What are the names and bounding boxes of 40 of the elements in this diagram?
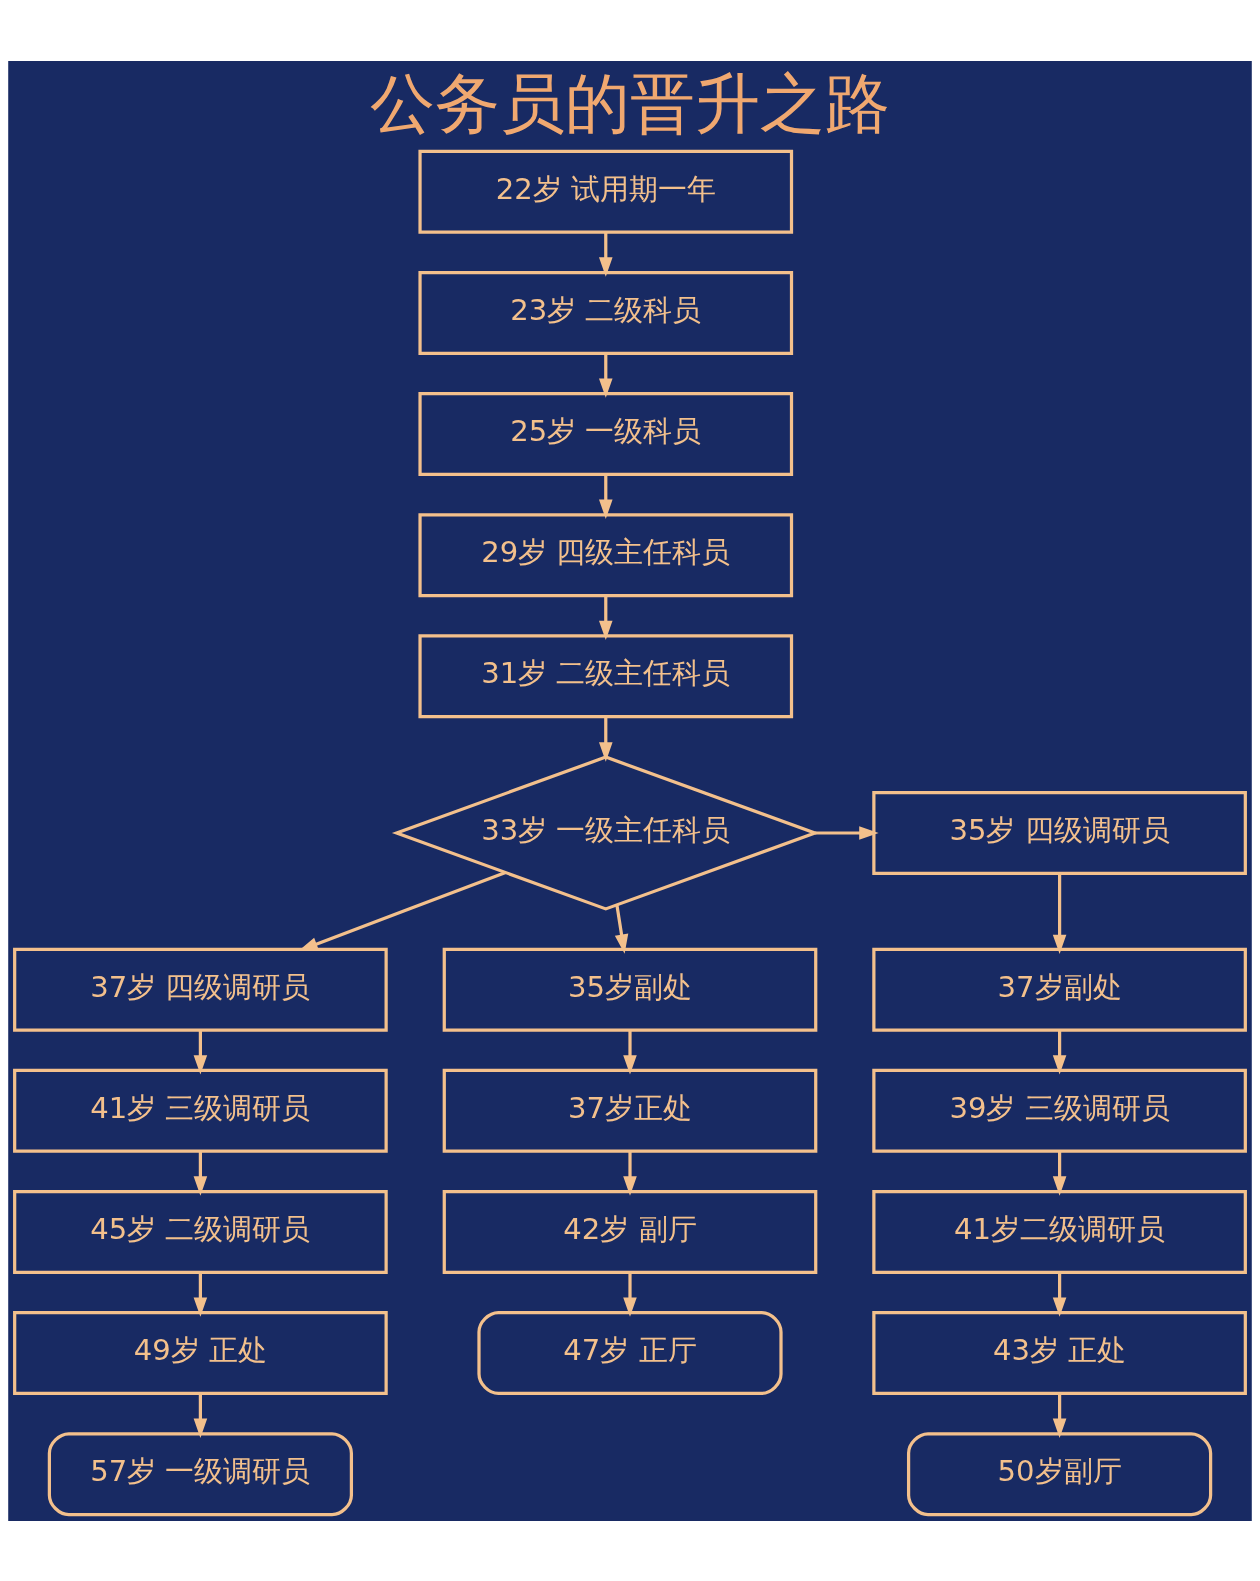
arrow	[623, 1151, 637, 1196]
node-box: 43岁 正处	[872, 1310, 1247, 1395]
arrow	[614, 904, 629, 954]
arrow	[193, 1393, 208, 1438]
diagram-title: 公务员的晋升之路	[370, 65, 890, 141]
node-box: 45岁 二级调研员	[13, 1189, 388, 1274]
node-box: 29岁 四级主任科员	[418, 512, 794, 597]
node-box: 47岁 正厅	[477, 1310, 783, 1395]
arrow	[598, 353, 613, 398]
node-box: 37岁 四级调研员	[13, 947, 388, 1032]
arrow	[598, 474, 613, 519]
arrow	[598, 232, 613, 277]
node-box: 50岁副厅	[907, 1431, 1213, 1516]
arrow	[1052, 1393, 1067, 1438]
node-box: 22岁 试用期一年	[418, 149, 794, 234]
arrow	[193, 1272, 208, 1317]
arrow	[598, 716, 613, 762]
node-box: 35岁 四级调研员	[872, 790, 1247, 875]
node-box: 42岁 副厅	[442, 1189, 818, 1274]
arrow	[1052, 873, 1067, 954]
arrow	[623, 1030, 637, 1075]
node-box: 57岁 一级调研员	[47, 1431, 353, 1516]
node-box: 31岁 二级主任科员	[418, 633, 794, 718]
node-box: 39岁 三级调研员	[872, 1068, 1247, 1153]
node-box: 41岁 三级调研员	[13, 1068, 388, 1153]
arrow	[193, 1151, 208, 1196]
node-box: 23岁 二级科员	[418, 270, 794, 355]
arrow	[814, 825, 879, 840]
node-box: 37岁正处	[442, 1068, 818, 1153]
node-box: 25岁 一级科员	[418, 391, 794, 476]
arrow	[623, 1272, 637, 1317]
node-box: 49岁 正处	[13, 1310, 388, 1395]
node-box: 37岁副处	[872, 947, 1247, 1032]
node-box: 41岁二级调研员	[872, 1189, 1247, 1274]
arrow	[1052, 1030, 1067, 1075]
arrow	[1052, 1272, 1067, 1317]
arrow	[193, 1030, 208, 1075]
arrow	[598, 595, 613, 640]
node-box: 35岁副处	[442, 947, 818, 1032]
arrow	[1052, 1151, 1067, 1196]
